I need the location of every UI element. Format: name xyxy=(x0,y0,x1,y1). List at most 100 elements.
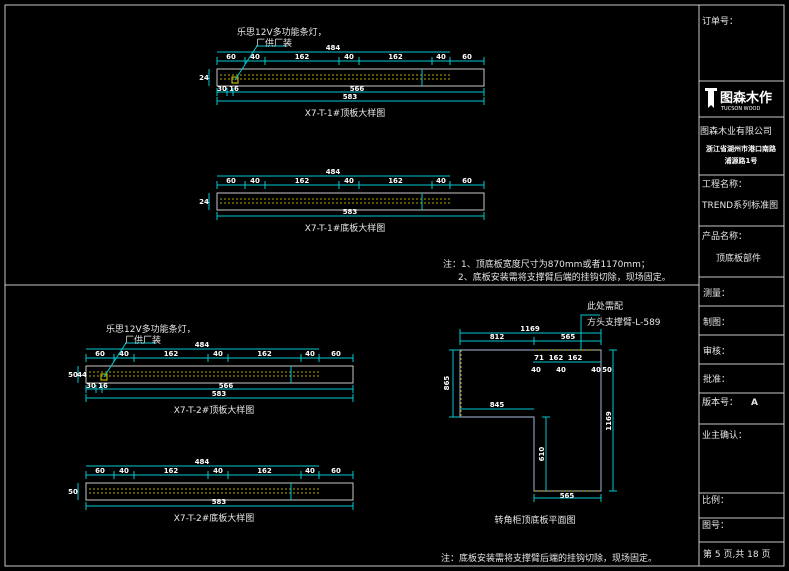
dimension-segment: 162 xyxy=(257,467,272,475)
dimension-segment: 40 xyxy=(250,177,260,185)
board-title: X7-T-1#顶板大样图 xyxy=(305,107,386,119)
dimension-overall: 484 xyxy=(326,44,341,52)
company-name: 图森木业有限公司 xyxy=(700,125,772,137)
leader-line xyxy=(234,45,287,81)
dimension-segment: 40 xyxy=(344,53,354,61)
dimension-height: 44 xyxy=(77,371,87,379)
logo-subtext: TUCSON WOOD xyxy=(720,106,760,112)
product-value: 顶底板部件 xyxy=(716,252,761,264)
dim-total-width: 1169 xyxy=(520,325,540,333)
dimension-segment: 60 xyxy=(95,350,105,358)
dim-small: 40 xyxy=(591,366,601,374)
dimension-height: 50 xyxy=(68,488,78,496)
board-outline xyxy=(85,482,354,501)
light-note-1: 乐思12V多功能条灯， xyxy=(237,26,327,38)
scale-label: 比例： xyxy=(702,494,729,506)
plan-callout-2: 方头支撑臂-L-589 xyxy=(587,316,661,328)
logo-mark-icon xyxy=(705,88,717,108)
dim-leg: 610 xyxy=(538,447,546,462)
dimension-segment: 40 xyxy=(213,350,223,358)
dimension-segment: 60 xyxy=(226,53,236,61)
owner-confirm-label: 业主确认： xyxy=(702,429,747,441)
light-fixture-icon xyxy=(100,373,108,381)
dimension-segment: 40 xyxy=(119,467,129,475)
address-line-2: 浦源路1号 xyxy=(725,156,758,165)
dim-small: 40 xyxy=(531,366,541,374)
note-top-line-1: 注：1、顶底板宽度尺寸为870mm或者1170mm； xyxy=(443,258,650,270)
address-line-1: 浙江省湖州市港口南路 xyxy=(706,144,777,153)
dimension-segment: 162 xyxy=(257,350,272,358)
dimension-segment: 162 xyxy=(295,53,310,61)
dimension-bottom: 16 xyxy=(98,382,108,390)
measure-label: 测量： xyxy=(703,288,730,299)
drawing-label: 制图： xyxy=(703,316,730,328)
dimension-segment: 162 xyxy=(388,53,403,61)
dimension-overall: 484 xyxy=(195,341,210,349)
dimension-overall: 484 xyxy=(326,168,341,176)
product-label: 产品名称： xyxy=(702,230,747,242)
dim-small: 162 xyxy=(549,354,564,362)
note-top-line-2: 2、底板安装需将支撑臂后端的挂钩切除，现场固定。 xyxy=(458,271,671,283)
dimension-bottom: 566 xyxy=(219,382,234,390)
dim-small: 71 xyxy=(534,354,544,362)
dimension-segment: 40 xyxy=(305,350,315,358)
board-title: X7-T-2#底板大样图 xyxy=(174,512,255,524)
dim-small: 162 xyxy=(568,354,583,362)
dimension-segment: 60 xyxy=(331,467,341,475)
dimension-bottom: 16 xyxy=(229,85,239,93)
board-title: X7-T-1#底板大样图 xyxy=(305,222,386,234)
dimension-segment: 162 xyxy=(295,177,310,185)
leader-line xyxy=(103,342,156,378)
dimension-segment: 40 xyxy=(436,177,446,185)
dimension-height: 24 xyxy=(199,74,209,82)
dimension-segment: 40 xyxy=(213,467,223,475)
dimension-bottom: 566 xyxy=(350,85,365,93)
dimension-height: 50 xyxy=(68,371,78,379)
dimension-segment: 60 xyxy=(462,53,472,61)
light-fixture-icon xyxy=(231,76,239,84)
dimension-segment: 162 xyxy=(164,467,179,475)
dim-small: 40 xyxy=(556,366,566,374)
dim-right-height: 1169 xyxy=(605,411,613,431)
page-info: 第 5 页,共 18 页 xyxy=(703,548,770,560)
light-note-1: 乐思12V多功能条灯， xyxy=(106,323,196,335)
light-note-2: 厂供厂装 xyxy=(125,334,161,346)
dimension-total: 583 xyxy=(212,498,227,506)
version-value: A xyxy=(751,398,758,408)
dim-right: 565 xyxy=(561,333,576,341)
dimension-segment: 40 xyxy=(250,53,260,61)
dim-inner: 845 xyxy=(490,401,505,409)
dim-left-height: 865 xyxy=(443,376,451,391)
dim-bottom: 565 xyxy=(560,492,575,500)
dimension-segment: 40 xyxy=(436,53,446,61)
dimension-bottom: 30 xyxy=(217,85,227,93)
board-outline xyxy=(216,192,485,211)
dimension-segment: 40 xyxy=(305,467,315,475)
dimension-segment: 162 xyxy=(164,350,179,358)
project-label: 工程名称： xyxy=(702,178,747,190)
dimension-total: 583 xyxy=(343,93,358,101)
board-title: X7-T-2#顶板大样图 xyxy=(174,404,255,416)
dimension-segment: 60 xyxy=(95,467,105,475)
title-block: 订单号： 图森木作 TUCSON WOOD 图森木业有限公司 浙江省湖州市港口南… xyxy=(699,15,784,560)
version-label: 版本号： xyxy=(702,396,738,408)
dim-left: 812 xyxy=(490,333,505,341)
dim-small: 50 xyxy=(602,366,612,374)
dimension-segment: 60 xyxy=(331,350,341,358)
approve-label: 批准： xyxy=(703,373,730,385)
dimension-segment: 40 xyxy=(344,177,354,185)
drawing-no-label: 图号： xyxy=(702,520,729,531)
note-bottom: 注：底板安装需将支撑臂后端的挂钩切除，现场固定。 xyxy=(441,552,657,564)
dimension-segment: 60 xyxy=(462,177,472,185)
dimension-height: 24 xyxy=(199,198,209,206)
dimension-total: 583 xyxy=(343,208,358,216)
plan-title: 转角柜顶底板平面图 xyxy=(494,514,575,526)
dimension-segment: 40 xyxy=(119,350,129,358)
plan-callout-1: 此处需配 xyxy=(587,300,623,312)
